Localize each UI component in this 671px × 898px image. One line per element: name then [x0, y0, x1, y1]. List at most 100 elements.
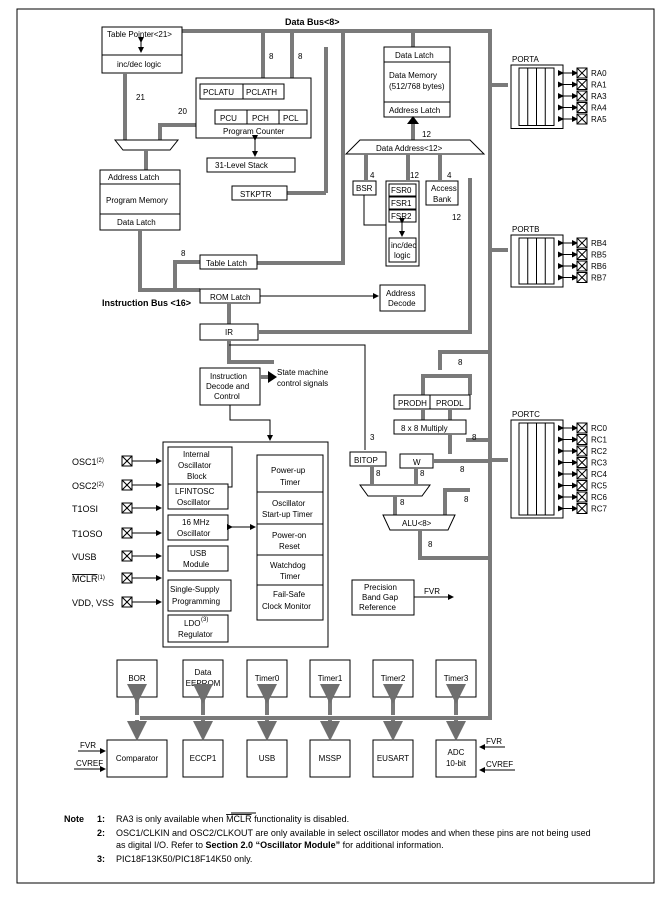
pin-label: RB5 [591, 251, 607, 260]
pin-label: RC1 [591, 436, 608, 445]
instr-decode-text: Control [214, 392, 240, 401]
pin-rc1 [576, 434, 588, 445]
instr-decode-text: Instruction [210, 372, 247, 381]
bus-width-label: 8 [472, 433, 477, 442]
pin-t1oso [121, 527, 133, 539]
data-bus-label: Data Bus<8> [285, 17, 340, 27]
pin-ra5 [576, 113, 588, 125]
bus-width-label: 4 [370, 171, 375, 180]
peripheral-mssp [309, 739, 351, 778]
pin-rc3 [576, 457, 588, 468]
ldo-text: LDO [184, 619, 200, 628]
bitop-block [349, 451, 387, 467]
access-bank-block [425, 180, 459, 206]
pclatu-register: PCLATU [203, 88, 234, 97]
pin-t1osi [121, 502, 133, 514]
portc-name: PORTC [512, 410, 540, 419]
pin-rc6 [576, 491, 588, 503]
peripheral-label: Timer1 [318, 674, 343, 683]
stack-block [206, 157, 296, 173]
pin-label: RC3 [591, 459, 608, 468]
usb-module-text: Module [183, 560, 210, 569]
peripheral-label: USB [259, 754, 275, 763]
alu-label: ALU<8> [402, 519, 432, 528]
ost-text: Start-up Timer [262, 510, 313, 519]
peripheral-adc-10-bit [435, 739, 477, 778]
bus-width-label: 12 [410, 171, 419, 180]
data-address-mux [344, 139, 486, 155]
bus-width-label: 8 [420, 469, 425, 478]
int-osc-text: Internal [183, 450, 210, 459]
mhz-osc-text: Oscillator [177, 529, 211, 538]
bus-width-label: 8 [460, 465, 465, 474]
ldo-sup-text: (3) [201, 617, 208, 623]
peripheral-input-label: FVR [486, 737, 502, 746]
ports: PORTARA0RA1RA3RA4RA5PORTBRB4RB5RB6RB7POR… [510, 55, 608, 519]
bus-width-label: 12 [452, 213, 461, 222]
pbgr-text: Reference [359, 603, 396, 612]
pin-vdd-vss [121, 596, 133, 608]
program-memory-label: Program Memory [106, 196, 168, 205]
bus-width-label: 8 [269, 52, 274, 61]
pin-rc0 [576, 422, 588, 434]
por-text: Reset [279, 542, 301, 551]
peripheral-eusart [372, 739, 414, 778]
outer-frame [16, 8, 655, 884]
pin-osc1 [121, 455, 133, 467]
pin-label: OSC1(2) [72, 457, 104, 467]
stkptr-block [231, 185, 288, 201]
pin-vusb [121, 550, 133, 562]
pin-label: RA1 [591, 81, 607, 90]
data-memory-text: Data Memory [389, 71, 437, 80]
precision-band-gap-block [351, 579, 415, 616]
ldo-text: Regulator [178, 630, 213, 639]
access-bank-text: Access [431, 184, 457, 193]
table-latch-label: Table Latch [206, 259, 247, 268]
pin-label: RC0 [591, 424, 608, 433]
ost-text: Oscillator [272, 499, 306, 508]
fsr-incdec-text: inc/dec [391, 241, 416, 250]
pclath-register: PCLATH [246, 88, 277, 97]
pbgr-text: Precision [364, 583, 397, 592]
pin-label: RC6 [591, 493, 608, 502]
bus-width-label: 8 [181, 249, 186, 258]
bus-width-label: 12 [422, 130, 431, 139]
program-address-mux [113, 139, 180, 151]
table-latch-block [199, 254, 258, 270]
pin-label: OSC2(2) [72, 481, 104, 491]
wdt-text: Watchdog [270, 561, 306, 570]
bus-width-label: 3 [370, 433, 375, 442]
instruction-decode-block [199, 367, 261, 406]
bus-width-label: 8 [464, 495, 469, 504]
pin-label: RB7 [591, 274, 607, 283]
pin-rb4 [576, 237, 588, 249]
pin-label: T1OSI [72, 504, 98, 514]
notes: Note 1: RA3 is only available when MCLR … [64, 812, 591, 864]
program-counter-label: Program Counter [223, 127, 285, 136]
peripheral-label: EUSART [377, 754, 409, 763]
peripheral-usb [246, 739, 288, 778]
int-osc-text: Oscillator [178, 461, 212, 470]
ir-label: IR [225, 328, 233, 337]
fsr1-register: FSR1 [391, 199, 412, 208]
fvr-output-label: FVR [424, 587, 440, 596]
peripheral-input-label: CVREF [76, 759, 103, 768]
pin-ra3 [576, 90, 588, 102]
pcl-register: PCL [283, 114, 299, 123]
peripheral-label: ECCP1 [190, 754, 217, 763]
access-bank-text: Bank [433, 195, 452, 204]
address-decode-text: Decode [388, 299, 416, 308]
pin-rb6 [576, 260, 588, 272]
peripheral-label: ADC [448, 748, 465, 757]
pin-label: MCLR(1) [72, 574, 105, 584]
note-1: RA3 is only available when MCLR function… [116, 814, 349, 824]
bus-width-label: 8 [400, 498, 405, 507]
pm-address-latch: Address Latch [108, 173, 159, 182]
pwrt-text: Power-up [271, 466, 306, 475]
wdt-text: Timer [280, 572, 300, 581]
instruction-bus-label: Instruction Bus <16> [102, 298, 191, 308]
bus-width-label: 8 [458, 358, 463, 367]
data-memory-block [383, 46, 451, 118]
note-3: PIC18F13K50/PIC18F14K50 only. [116, 854, 252, 864]
peripheral-input-label: FVR [80, 741, 96, 750]
